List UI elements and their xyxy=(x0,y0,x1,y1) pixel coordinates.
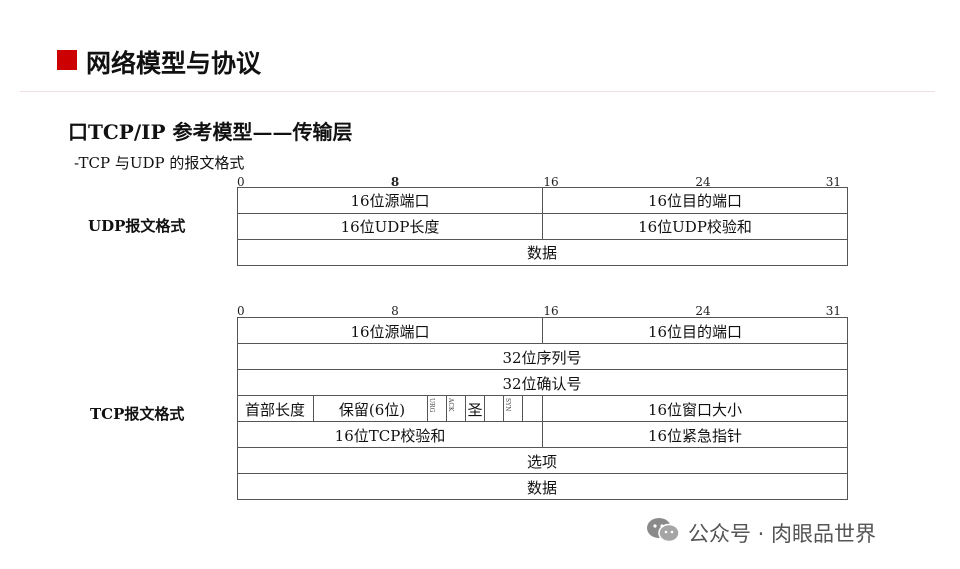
watermark: 公众号 · 肉眼品世界 xyxy=(646,517,876,548)
header-square-icon xyxy=(57,50,77,70)
tcp-window-size: 16位窗口大小 xyxy=(648,401,742,419)
tcp-urgent-pointer: 16位紧急指针 xyxy=(648,427,742,445)
tcp-checksum: 16位TCP校验和 xyxy=(335,427,446,445)
tcp-format-label: TCP报文格式 xyxy=(90,405,185,423)
tcp-flag-urg: URG xyxy=(428,398,435,413)
tcp-options: 选项 xyxy=(527,453,557,471)
tcp-source-port: 16位源端口 xyxy=(350,323,429,341)
header-divider xyxy=(20,91,935,92)
tcp-header-length: 首部长度 xyxy=(245,401,305,419)
page-title: 网络模型与协议 xyxy=(86,49,262,78)
tcp-flag-syn: SYN xyxy=(504,398,511,411)
tcp-ack-number: 32位确认号 xyxy=(502,375,581,393)
udp-bit-tick: 0 xyxy=(237,175,245,189)
udp-data: 数据 xyxy=(527,244,557,262)
udp-format-label: UDP报文格式 xyxy=(88,217,186,235)
watermark-text: 公众号 · 肉眼品世界 xyxy=(688,521,877,546)
udp-bit-tick: 31 xyxy=(826,175,841,189)
section-subtitle: -TCP 与UDP 的报文格式 xyxy=(74,154,245,172)
tcp-bit-tick: 16 xyxy=(543,304,558,318)
tcp-flag-ack: ACK xyxy=(447,397,454,412)
tcp-bit-tick: 31 xyxy=(826,304,841,318)
tcp-data: 数据 xyxy=(527,479,557,497)
section-title: 口TCP/IP 参考模型——传输层 xyxy=(68,120,353,144)
tcp-bit-tick: 24 xyxy=(695,304,711,318)
udp-bit-tick: 24 xyxy=(695,175,711,189)
tcp-bit-tick: 8 xyxy=(391,304,399,318)
tcp-sequence-number: 32位序列号 xyxy=(502,349,581,367)
udp-checksum: 16位UDP校验和 xyxy=(638,218,752,236)
tcp-flag-glyph: 圣 xyxy=(467,401,482,419)
udp-source-port: 16位源端口 xyxy=(350,192,429,210)
wechat-icon xyxy=(646,517,680,548)
udp-destination-port: 16位目的端口 xyxy=(648,192,742,210)
tcp-destination-port: 16位目的端口 xyxy=(648,323,742,341)
udp-bit-tick: 8 xyxy=(391,175,399,189)
udp-length: 16位UDP长度 xyxy=(341,218,440,236)
udp-bit-tick: 16 xyxy=(543,175,558,189)
tcp-bit-tick: 0 xyxy=(237,304,245,318)
tcp-reserved-bits: 保留(6位) xyxy=(339,401,405,419)
